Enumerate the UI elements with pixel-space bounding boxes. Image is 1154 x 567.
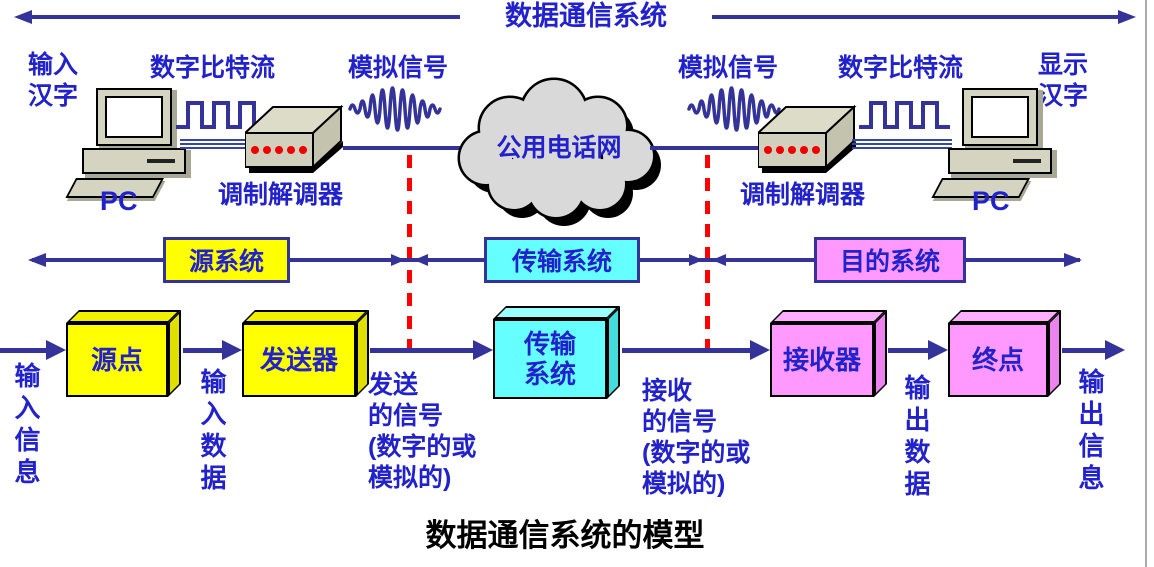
flow-arrow-exit-line	[1062, 348, 1105, 353]
systems-band-arrowhead-meet2-left	[712, 254, 726, 266]
left-modem-label: 调制解调器	[218, 181, 344, 209]
flow-arrow4-line	[888, 348, 928, 353]
right-pc-unit-icon	[948, 148, 1052, 174]
systems-band-arrowhead-meet1-right	[391, 254, 405, 266]
flow-arrow3-line	[622, 348, 750, 353]
destination-system-box: 目的系统	[814, 237, 966, 283]
input-info-label: 输入信息	[11, 362, 41, 490]
right-modem-icon	[758, 104, 857, 173]
right-pc-monitor-icon	[962, 88, 1038, 146]
flow-arrow-entry-head	[46, 340, 66, 360]
output-data-label: 输出数据	[901, 374, 931, 502]
display-hanzi-label: 显示 汉字	[1038, 51, 1089, 110]
top-banner-arrowhead-right	[1118, 10, 1136, 24]
right-pc-label: PC	[972, 186, 1010, 216]
top-banner-label: 数据通信系统	[505, 1, 667, 31]
diagram-title: 数据通信系统的模型	[425, 518, 705, 553]
transmitter-label: 发送器	[259, 345, 338, 375]
left-pc-label: PC	[100, 186, 138, 216]
systems-band-arrowhead-right	[1064, 253, 1082, 267]
right-cable-line	[852, 143, 952, 145]
right-pc-icon	[931, 88, 1060, 200]
source-point-label: 源点	[90, 345, 143, 375]
systems-band-arrowhead-meet2-right	[689, 254, 703, 266]
left-sine-wave-icon	[348, 86, 442, 132]
right-sine-wave-icon	[687, 86, 781, 132]
left-trunk-line	[343, 146, 465, 150]
right-cable-line	[852, 139, 952, 141]
left-square-wave-icon	[176, 101, 267, 129]
transmission-label: 传输 系统	[523, 329, 576, 389]
flow-arrow2-line	[370, 348, 473, 353]
flow-arrow2-head	[473, 340, 493, 360]
left-pc-slot	[147, 159, 175, 163]
top-banner-line-right	[712, 15, 1118, 19]
systems-band-arrowhead-meet1-left	[414, 254, 428, 266]
left-cable-line	[180, 139, 250, 141]
receiver-label: 接收器	[782, 345, 861, 375]
input-data-label: 输入数据	[197, 368, 227, 496]
source-system-label: 源系统	[188, 248, 264, 276]
received-signal-label: 接收 的信号 (数字的或 模拟的)	[642, 377, 751, 498]
left-cable-line	[180, 143, 250, 145]
left-pc-icon	[65, 88, 194, 200]
left-pc-monitor-icon	[96, 88, 172, 146]
systems-band-arrowhead-left	[28, 253, 46, 267]
right-square-wave-icon	[859, 101, 950, 129]
left-modem-icon	[245, 104, 344, 173]
destination-system-label: 目的系统	[839, 248, 940, 276]
right-analog-label: 模拟信号	[678, 54, 779, 82]
left-pc-unit-icon	[82, 148, 186, 174]
sent-signal-label: 发送 的信号 (数字的或 模拟的)	[368, 371, 477, 492]
transmission-system-label: 传输系统	[511, 248, 612, 276]
left-bitstream-label: 数字比特流	[150, 54, 276, 82]
right-trunk-line	[650, 146, 762, 150]
right-pc-slot	[1013, 159, 1041, 163]
top-banner-line-left	[30, 15, 460, 19]
telephone-network-cloud-icon	[457, 77, 661, 226]
right-pc-screen	[971, 96, 1029, 138]
left-section-divider-line	[407, 155, 412, 358]
right-section-divider-line	[705, 155, 710, 358]
flow-arrow-entry-line	[0, 348, 48, 353]
left-analog-label: 模拟信号	[348, 54, 449, 82]
flow-arrow1-head	[222, 340, 242, 360]
flow-arrow4-head	[928, 340, 948, 360]
slide-edge-line	[1145, 0, 1147, 567]
flow-arrow1-line	[183, 348, 223, 353]
output-info-label: 输出信息	[1075, 368, 1105, 496]
top-banner-arrowhead-left	[14, 10, 32, 24]
input-hanzi-label: 输入 汉字	[28, 51, 79, 110]
endpoint-label: 终点	[971, 345, 1024, 375]
left-cable-line	[180, 147, 250, 149]
flow-arrow-exit-head	[1105, 340, 1125, 360]
source-system-box: 源系统	[163, 237, 290, 283]
left-pc-screen	[105, 96, 163, 138]
flow-arrow3-head	[750, 340, 770, 360]
cloud-label: 公用电话网	[496, 134, 622, 162]
right-modem-label: 调制解调器	[740, 181, 866, 209]
right-cable-line	[852, 147, 952, 149]
right-bitstream-label: 数字比特流	[838, 54, 964, 82]
transmission-system-box: 传输系统	[484, 237, 640, 283]
